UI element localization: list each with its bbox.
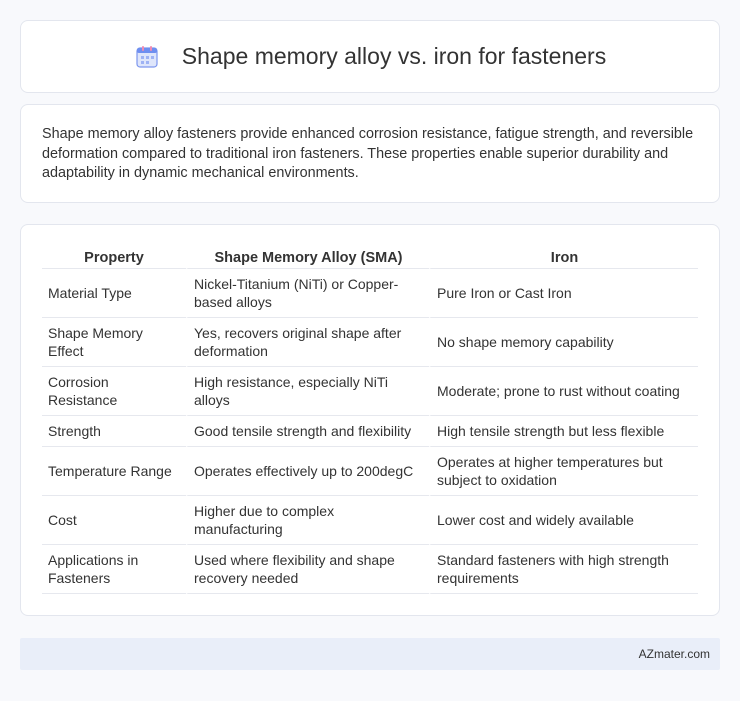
table-row: Strength Good tensile strength and flexi…	[42, 416, 698, 447]
iron-cell: Moderate; prone to rust without coating	[429, 367, 698, 416]
iron-cell: Pure Iron or Cast Iron	[429, 269, 698, 318]
sma-cell: High resistance, especially NiTi alloys	[186, 367, 429, 416]
title-card: Shape memory alloy vs. iron for fastener…	[20, 20, 720, 93]
calendar-icon	[134, 44, 160, 70]
table-row: Cost Higher due to complex manufacturing…	[42, 496, 698, 545]
iron-cell: No shape memory capability	[429, 318, 698, 367]
property-cell: Strength	[42, 416, 186, 447]
table-row: Temperature Range Operates effectively u…	[42, 447, 698, 496]
iron-cell: High tensile strength but less flexible	[429, 416, 698, 447]
property-cell: Corrosion Resistance	[42, 367, 186, 416]
iron-cell: Lower cost and widely available	[429, 496, 698, 545]
sma-cell: Operates effectively up to 200degC	[186, 447, 429, 496]
property-cell: Cost	[42, 496, 186, 545]
property-cell: Applications in Fasteners	[42, 545, 186, 594]
intro-paragraph: Shape memory alloy fasteners provide enh…	[42, 126, 694, 181]
footer-site-link[interactable]: AZmater.com	[638, 647, 710, 661]
column-header-property: Property	[42, 245, 186, 269]
intro-card: Shape memory alloy fasteners provide enh…	[20, 104, 720, 203]
property-cell: Material Type	[42, 269, 186, 318]
page-title: Shape memory alloy vs. iron for fastener…	[181, 43, 607, 69]
sma-cell: Nickel-Titanium (NiTi) or Copper-based a…	[186, 269, 429, 318]
sma-cell: Good tensile strength and flexibility	[186, 416, 429, 447]
iron-cell: Operates at higher temperatures but subj…	[429, 447, 698, 496]
table-row: Corrosion Resistance High resistance, es…	[42, 367, 698, 416]
comparison-table: Property Shape Memory Alloy (SMA) Iron M…	[42, 245, 698, 594]
footer-bar: AZmater.com	[20, 638, 720, 670]
column-header-sma: Shape Memory Alloy (SMA)	[186, 245, 429, 269]
comparison-table-card: Property Shape Memory Alloy (SMA) Iron M…	[20, 224, 720, 616]
iron-cell: Standard fasteners with high strength re…	[429, 545, 698, 594]
sma-cell: Yes, recovers original shape after defor…	[186, 318, 429, 367]
property-cell: Shape Memory Effect	[42, 318, 186, 367]
table-row: Shape Memory Effect Yes, recovers origin…	[42, 318, 698, 367]
table-header-row: Property Shape Memory Alloy (SMA) Iron	[42, 245, 698, 269]
table-row: Applications in Fasteners Used where fle…	[42, 545, 698, 594]
property-cell: Temperature Range	[42, 447, 186, 496]
sma-cell: Higher due to complex manufacturing	[186, 496, 429, 545]
column-header-iron: Iron	[429, 245, 698, 269]
table-row: Material Type Nickel-Titanium (NiTi) or …	[42, 269, 698, 318]
sma-cell: Used where flexibility and shape recover…	[186, 545, 429, 594]
